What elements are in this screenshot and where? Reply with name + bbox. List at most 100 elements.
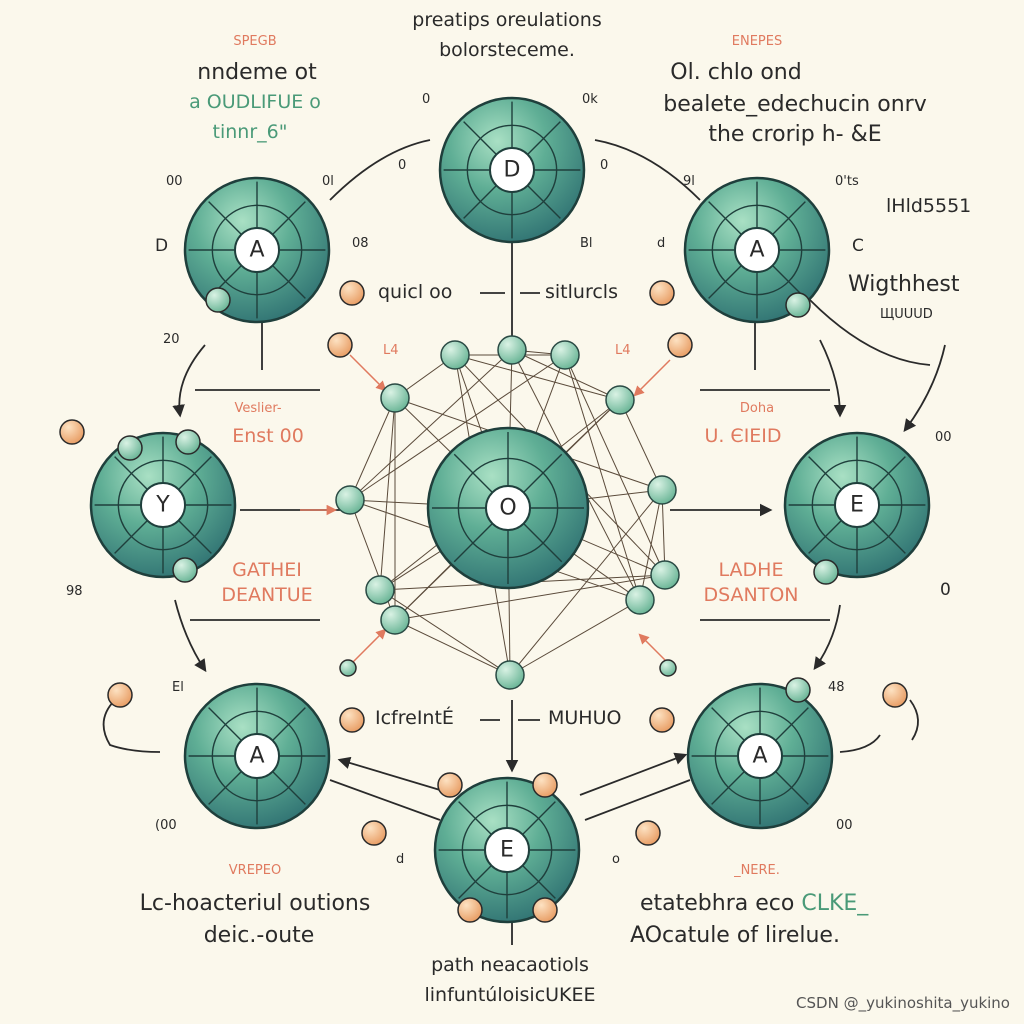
node-y: Y xyxy=(89,431,237,579)
lower-left-label-2: DEANTUE xyxy=(221,584,313,606)
left-box-label-2: Enst 00 xyxy=(232,425,304,447)
node-letter: A xyxy=(249,238,264,263)
network-ball xyxy=(495,660,525,690)
satellite-ball xyxy=(649,707,675,733)
mark-23: 0 xyxy=(940,580,951,600)
lower-mid-right-label: MUHUO xyxy=(548,707,622,729)
mark-13: 0 xyxy=(398,158,407,173)
satellite-ball xyxy=(532,897,558,923)
satellite-ball xyxy=(172,557,198,583)
satellite-dot xyxy=(659,659,677,677)
satellite-ball xyxy=(327,332,353,358)
lower-mid-left-label: IcfreIntÉ xyxy=(375,707,454,729)
network-edge xyxy=(511,349,621,401)
bottom-right-line-1: etatebhra eco CLKE_ xyxy=(640,891,868,916)
satellite-ball xyxy=(107,682,133,708)
top-right-line-1: Ol. chlo ond xyxy=(670,60,802,85)
connector-d-to-a-left xyxy=(329,139,431,201)
right-box-label-2: U. ЄIEID xyxy=(704,425,782,447)
satellite-ball xyxy=(59,419,85,445)
network-ball xyxy=(380,383,410,413)
bottom-right-line-2: AOcatule of lirelue. xyxy=(630,923,840,948)
node-letter: E xyxy=(850,493,864,518)
connector-a-tr-to-e xyxy=(819,339,847,418)
node-letter: D xyxy=(504,158,521,183)
left-box-label-1: Veslier- xyxy=(234,401,282,416)
l4-right: L4 xyxy=(615,343,631,358)
lower-left-label-1: GATHEI xyxy=(232,559,302,581)
situs-label: sitlurcls xyxy=(545,281,618,303)
bottom-left-line-2: deic.-oute xyxy=(203,923,315,948)
satellite-ball xyxy=(785,292,811,318)
title-line-2: bolorsteceme. xyxy=(439,39,575,61)
connector-weight-arrow xyxy=(903,344,946,433)
satellite-ball xyxy=(457,897,483,923)
connector-a-br-to-e xyxy=(579,752,688,796)
mark-8: 08 xyxy=(352,236,369,251)
satellite-ball xyxy=(635,820,661,846)
connector-d-to-a-right xyxy=(594,139,701,201)
network-ball xyxy=(380,605,410,635)
right-box-label-1: Doha xyxy=(739,401,775,416)
bottom-right-heading: _NERE. xyxy=(734,863,780,878)
node-a_tr: A xyxy=(683,176,831,324)
node-a_br: A xyxy=(686,682,834,830)
mark-15: 98 xyxy=(66,584,83,599)
satellite-ball xyxy=(532,772,558,798)
node-a_tl: A xyxy=(183,176,331,324)
satellite-dot xyxy=(339,659,357,677)
top-right-line-2: bealete_edechucin onrv xyxy=(663,92,927,117)
node-letter: A xyxy=(752,744,767,769)
mark-7: D xyxy=(155,236,169,256)
network-ball xyxy=(647,475,677,505)
satellite-ball xyxy=(117,435,143,461)
top-right-line-3: the crorip h- &E xyxy=(708,122,882,147)
connector-scribble xyxy=(809,299,931,366)
network-edge xyxy=(394,619,511,676)
weight-sublabel: ЩUUUD xyxy=(880,307,933,322)
bottom-center-line-1: path neacaotiols xyxy=(431,954,589,976)
top-left-line-2: a OUDLIFUE o xyxy=(189,91,321,113)
satellite-ball xyxy=(361,820,387,846)
bottom-left-heading: VREPEO xyxy=(228,863,282,878)
node-e_r: E xyxy=(783,431,931,579)
lower-right-label-2: DSANTON xyxy=(703,584,799,606)
network-ball xyxy=(335,485,365,515)
satellite-ball xyxy=(339,280,365,306)
bottom-center-line-2: linfuntúloisicUKEE xyxy=(424,984,596,1006)
network-edge xyxy=(379,397,396,591)
quick-label: quicl oo xyxy=(378,281,453,303)
network-edge xyxy=(394,574,666,621)
mark-11: C xyxy=(852,236,864,256)
node-letter: E xyxy=(500,838,514,863)
top-right-heading: ENEPES xyxy=(731,34,783,49)
network-edge xyxy=(349,349,513,501)
network-ball xyxy=(440,340,470,370)
mark-14: 00 xyxy=(935,430,952,445)
node-e_b: E xyxy=(433,776,581,924)
hook-right-top xyxy=(909,699,919,741)
network-edge xyxy=(349,354,566,501)
salmon-arrow-left-bottom xyxy=(349,628,387,666)
top-left-line-3: tinnr_6" xyxy=(212,121,288,143)
bottom-right-line-1-green: CLKE_ xyxy=(801,891,869,916)
connector-a-br-to-e-2 xyxy=(584,779,691,821)
weight-label: Wigthhest xyxy=(848,272,960,297)
satellite-ball xyxy=(882,682,908,708)
l4-left: L4 xyxy=(383,343,399,358)
right-scribble: lHld5551 xyxy=(886,195,972,217)
title-line-1: preatips oreulations xyxy=(412,9,602,31)
hook-right-lower xyxy=(839,734,881,753)
connector-a-bl-to-e xyxy=(337,756,441,791)
mark-5: 9l xyxy=(683,174,695,189)
salmon-arrow-right-top xyxy=(633,359,671,397)
node-o: O xyxy=(426,426,590,590)
watermark: CSDN @_yukinoshita_yukino xyxy=(796,994,1010,1012)
mark-4: 0l xyxy=(322,174,334,189)
network-edge xyxy=(509,489,663,676)
mark-2: 0k xyxy=(582,92,598,107)
lower-right-label-1: LADHE xyxy=(718,559,784,581)
connector-a-bl-to-e-2 xyxy=(329,779,441,821)
connector-e-to-a-br xyxy=(813,604,841,671)
node-a_bl: A xyxy=(183,682,331,830)
